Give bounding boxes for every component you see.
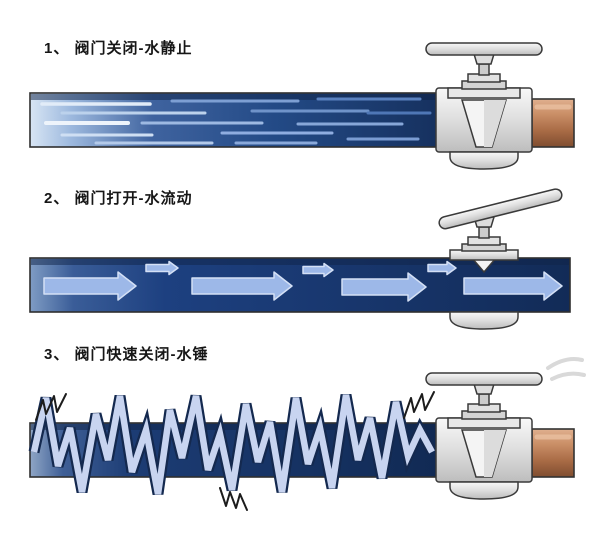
gate-valve-open — [438, 188, 563, 330]
panel-1-label: 1、 阀门关闭-水静止 — [44, 40, 193, 57]
vibration-squiggle-bottom — [219, 487, 248, 511]
pipe-top-shade — [31, 424, 437, 430]
panel-1-scene — [29, 42, 575, 170]
flow-arrow-large — [341, 272, 427, 302]
gate-valve-slammed-closed — [425, 372, 543, 500]
flow-arrow-large — [43, 271, 137, 301]
valve-handle-bar — [425, 372, 543, 386]
downstream-pipe — [531, 98, 575, 148]
shockwave-zigzag — [28, 394, 437, 496]
valve-bottom-dome — [449, 311, 519, 330]
flow-arrow-small — [427, 260, 457, 276]
wedge-shade — [484, 430, 506, 477]
panel-3-label: 3、 阀门快速关闭-水锤 — [44, 346, 209, 363]
flow-arrow-small — [145, 260, 179, 276]
panel-3-scene — [28, 357, 586, 511]
valve-stem — [478, 393, 490, 406]
valve-stem — [478, 63, 490, 76]
valve-handle-bar — [425, 42, 543, 56]
valve-lever-handle — [438, 188, 563, 230]
pipe-top-shade — [31, 94, 437, 100]
still-water-streaks — [40, 97, 432, 145]
flow-arrows — [43, 260, 563, 302]
pipe-top-shade — [31, 259, 569, 265]
vibration-squiggles — [35, 391, 435, 511]
wedge-shade — [484, 100, 506, 147]
panel-2-scene — [29, 188, 571, 330]
valve-bottom-dome — [449, 151, 519, 170]
valve-bottom-dome — [449, 481, 519, 500]
downstream-pipe — [531, 428, 575, 478]
handle-motion-swoosh — [546, 357, 586, 381]
valve-stem — [478, 226, 490, 239]
vibration-squiggle-near-valve — [403, 391, 435, 419]
panel-2-label: 2、 阀门打开-水流动 — [44, 190, 193, 207]
flow-arrow-small — [302, 262, 334, 278]
vibration-squiggle-left — [35, 393, 67, 421]
flow-arrow-large — [463, 271, 563, 301]
flow-arrow-large — [191, 271, 293, 301]
gate-valve-closed — [425, 42, 543, 170]
